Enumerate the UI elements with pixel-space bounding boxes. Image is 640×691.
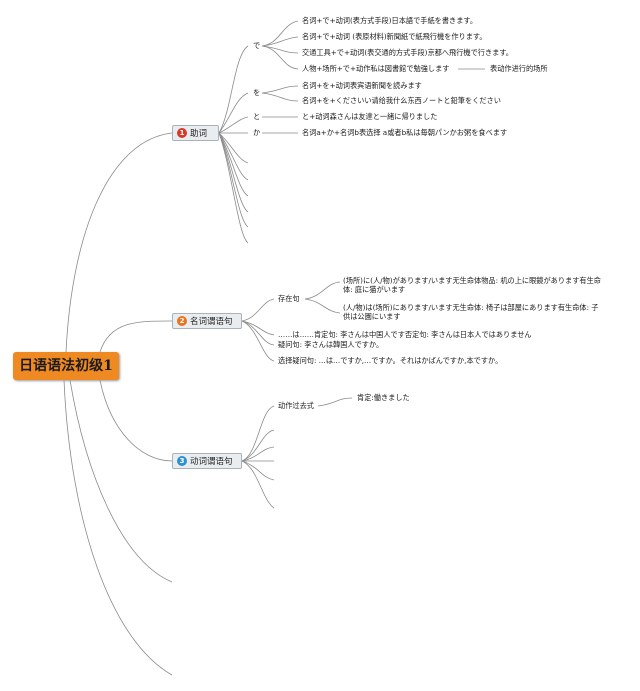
past-tense-label[interactable]: 动作过去式 bbox=[278, 401, 314, 410]
de-item[interactable]: 人物+场所+で+动作私は図書館で勉強します bbox=[302, 64, 450, 73]
existence-label[interactable]: 存在句 bbox=[278, 294, 300, 303]
branch-root-noun bbox=[99, 320, 173, 353]
particle-ka[interactable]: か bbox=[253, 128, 261, 137]
number-badge: 3 bbox=[177, 456, 187, 466]
past-affirm-item[interactable]: 肯定:働きました bbox=[357, 393, 410, 402]
particle-wo[interactable]: を bbox=[253, 88, 261, 97]
root-topic[interactable]: 日语语法初级1 bbox=[13, 352, 119, 380]
branch-root-empty-1 bbox=[69, 379, 173, 583]
particle-de[interactable]: で bbox=[253, 41, 261, 50]
branch-root-verb bbox=[99, 379, 173, 462]
to-item[interactable]: と+动词森さんは友達と一緒に帰りました bbox=[302, 112, 438, 121]
wo-item[interactable]: 名词+を+动词表宾语新聞を読みます bbox=[302, 81, 422, 90]
number-badge: 1 bbox=[177, 128, 187, 138]
existence-item[interactable]: (人/物)は(场所)にあります/います无生命体: 椅子は部屋にあります有生命体:… bbox=[343, 303, 599, 321]
branch-root-empty-2 bbox=[63, 379, 173, 676]
existence-item[interactable]: (场所)に(人/物)があります/います无生命体物品: 机の上に眼鏡があります有生… bbox=[343, 276, 601, 294]
affirm-negative-item[interactable]: ……は……肯定句: 李さんは中国人です否定句: 李さんは日本人ではありません bbox=[278, 330, 532, 339]
particle-to[interactable]: と bbox=[253, 112, 261, 121]
topic-label: 名词谓语句 bbox=[190, 317, 233, 327]
number-badge: 2 bbox=[177, 316, 187, 326]
de-item[interactable]: 交通工具+で+动词(表交通的方式手段)京都へ飛行機で行きます。 bbox=[302, 48, 513, 57]
wo-item[interactable]: 名词+を+くださいい请给我什么东西ノートと鉛筆をください bbox=[302, 96, 501, 105]
choice-question-item[interactable]: 选择疑问句: …は…ですか,…ですか。それはかばんですか,本ですか。 bbox=[278, 356, 503, 365]
de-item[interactable]: 名词+で+动词(表方式手段)日本語で手紙を書きます。 bbox=[302, 16, 478, 25]
question-item[interactable]: 疑问句: 李さんは韓国人ですか。 bbox=[278, 340, 384, 349]
topic-label: 助词 bbox=[190, 129, 208, 139]
topic-label: 动词谓语句 bbox=[190, 457, 233, 467]
de-item[interactable]: 名词+で+动词 (表原材料)新聞紙で紙飛行機を作ります。 bbox=[302, 32, 487, 41]
ka-item[interactable]: 名词a+か+名词b表选择 a或者b私は毎朝パンかお粥を食べます bbox=[302, 128, 508, 137]
de-note[interactable]: 表动作进行的场所 bbox=[490, 64, 548, 73]
branch-root-particles bbox=[65, 132, 173, 353]
